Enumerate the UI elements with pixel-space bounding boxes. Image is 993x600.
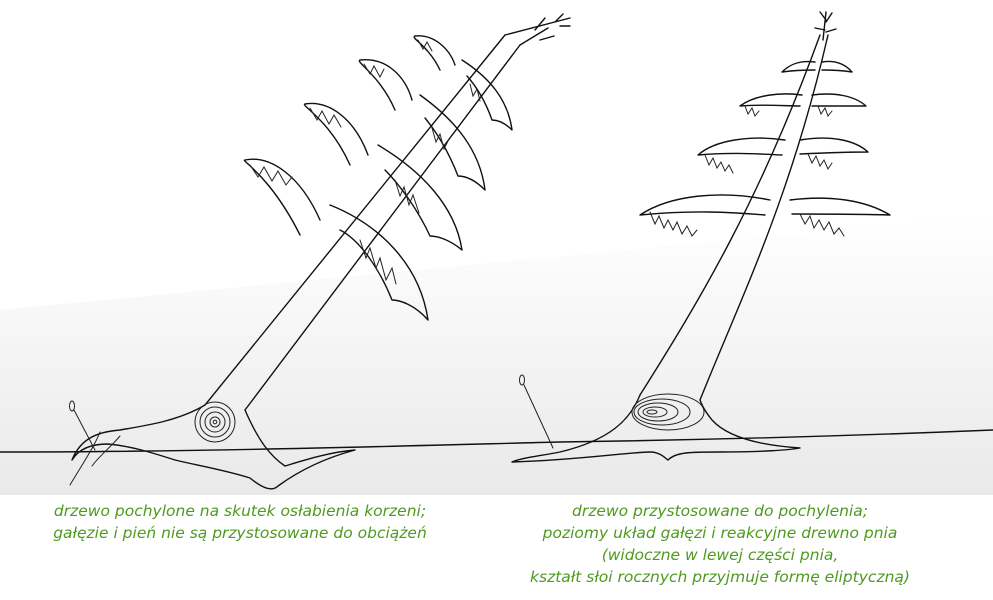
left-tree-branch xyxy=(359,60,485,190)
caption-line: gałęzie i pień nie są przystosowane do o… xyxy=(20,522,460,544)
left-tree-top xyxy=(505,14,570,45)
caption-line: (widoczne w lewej części pnia, xyxy=(490,544,950,566)
right-tree-branch-tier xyxy=(740,94,866,106)
caption-line: kształt słoi rocznych przyjmuje formę el… xyxy=(490,566,950,588)
right-tree-top xyxy=(815,12,836,40)
right-tree-branch-tier xyxy=(698,138,868,155)
right-tree-branch-tier xyxy=(782,61,852,72)
caption-line: drzewo pochylone na skutek osłabienia ko… xyxy=(20,500,460,522)
caption-adapted-tree: drzewo przystosowane do pochylenia; pozi… xyxy=(490,500,950,588)
caption-leaning-tree: drzewo pochylone na skutek osłabienia ko… xyxy=(20,500,460,544)
ground-shading xyxy=(0,215,993,495)
left-tree-branch xyxy=(304,103,462,250)
right-tree-branch-tier xyxy=(640,195,890,215)
caption-line: drzewo przystosowane do pochylenia; xyxy=(490,500,950,522)
left-tree-branch xyxy=(414,36,512,130)
caption-line: poziomy układ gałęzi i reakcyjne drewno … xyxy=(490,522,950,544)
